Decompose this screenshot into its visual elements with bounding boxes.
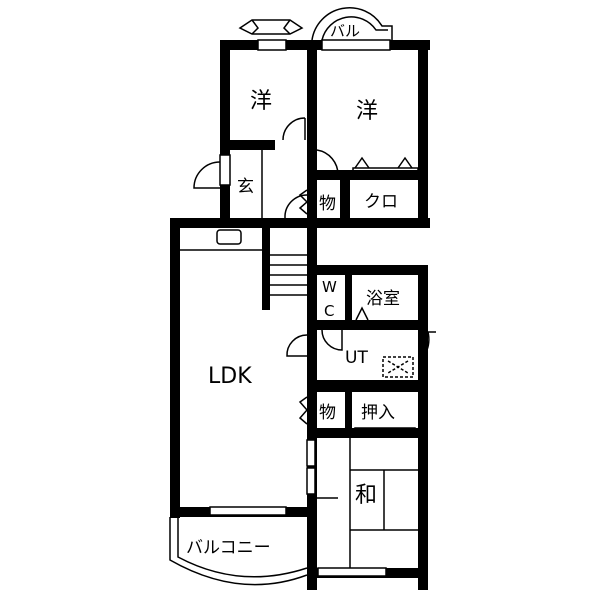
interior-lines	[180, 150, 419, 568]
room-label-wc-c: C	[324, 302, 334, 320]
room-label-western-small: 洋	[250, 89, 272, 114]
room-label-entrance: 玄	[237, 177, 254, 197]
room-label-japanese: 和	[355, 483, 377, 508]
room-label-closet: クロ	[364, 192, 398, 212]
room-label-storage-upper: 物	[319, 194, 336, 214]
room-label-oshiire: 押入	[361, 403, 395, 423]
room-label-storage-lower: 物	[319, 403, 336, 423]
windows	[209, 39, 391, 577]
room-label-bathroom: 浴室	[366, 289, 400, 309]
room-label-ldk: LDK	[208, 364, 252, 389]
room-label-balcony: バルコニー	[186, 538, 271, 558]
bay-window	[238, 19, 304, 35]
room-label-balcony-small: バル	[330, 22, 360, 40]
small-balcony	[311, 7, 393, 41]
room-label-western-large: 洋	[356, 99, 378, 124]
room-label-utility: UT	[345, 348, 368, 368]
room-label-wc-w: W	[322, 278, 337, 296]
ldk-balcony	[169, 517, 308, 586]
walls	[170, 40, 430, 590]
doors	[193, 117, 436, 425]
